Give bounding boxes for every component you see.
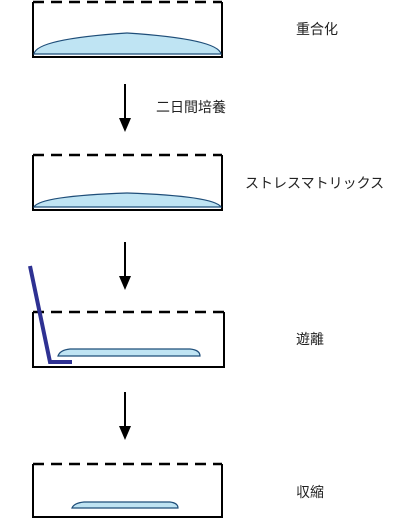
step-label-contraction: 収縮 <box>296 485 324 501</box>
step-label-polymerization: 重合化 <box>296 22 338 38</box>
arrow-label-culture: 二日間培養 <box>156 100 226 116</box>
dish-walls <box>32 464 223 518</box>
step-label-release: 遊離 <box>296 332 324 348</box>
dish-walls <box>32 2 223 58</box>
gel-layer-detached <box>57 348 201 357</box>
dish-walls <box>32 155 223 211</box>
gel-layer <box>32 192 223 208</box>
arrow-2 <box>119 242 131 290</box>
arrow-1 <box>119 84 131 132</box>
arrow-3 <box>119 392 131 440</box>
dish-polymerization <box>32 0 223 58</box>
dish-stress-matrix <box>32 153 223 211</box>
step-label-stress-matrix: ストレスマトリックス <box>245 176 385 192</box>
gel-layer <box>33 32 222 55</box>
gel-layer-contracted <box>71 501 179 509</box>
dish-walls <box>32 312 225 368</box>
dish-release <box>28 265 225 368</box>
spatula <box>28 265 72 364</box>
dish-contraction <box>32 462 223 518</box>
